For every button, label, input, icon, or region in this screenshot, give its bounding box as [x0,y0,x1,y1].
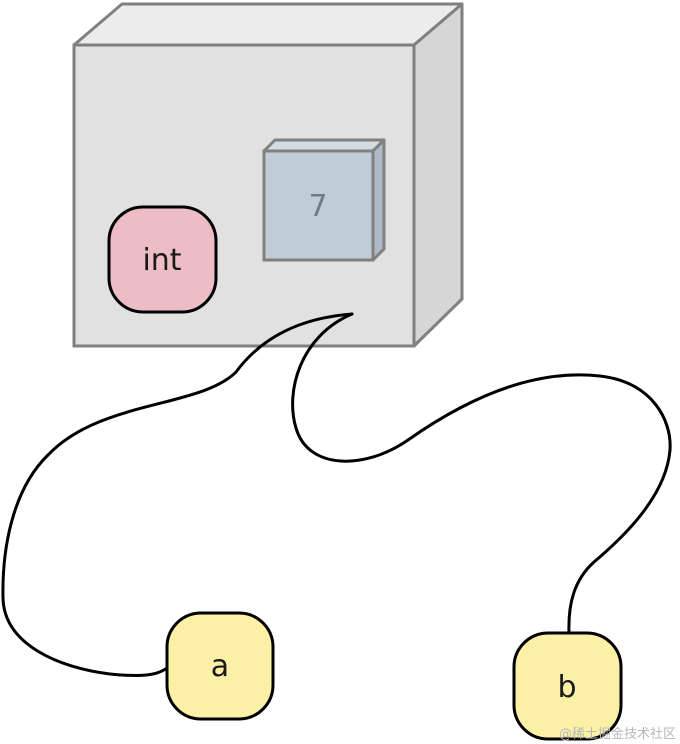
reference-wire-a [1,312,354,677]
variable-badge-b-shape [512,631,623,741]
type-label: int [142,243,181,278]
type-badge: int [107,205,218,314]
variable-badge-a-shape [165,611,275,721]
object-box-top-face [72,2,464,47]
type-badge-shape [107,205,218,314]
value-box: 7 [262,138,386,262]
variable-badge-a: a [165,611,275,721]
variable-label-b: b [557,670,576,705]
value-box-front-face [262,149,375,262]
variable-badge-b: b [512,631,623,741]
variable-label-a: a [211,649,229,684]
watermark: @稀土掘金技术社区 [559,726,676,742]
reference-wire-b [291,312,672,635]
object-box-side-face [412,2,464,348]
value-box-side-face [371,138,386,262]
value-label: 7 [308,189,327,224]
value-box-top-face [262,138,386,153]
